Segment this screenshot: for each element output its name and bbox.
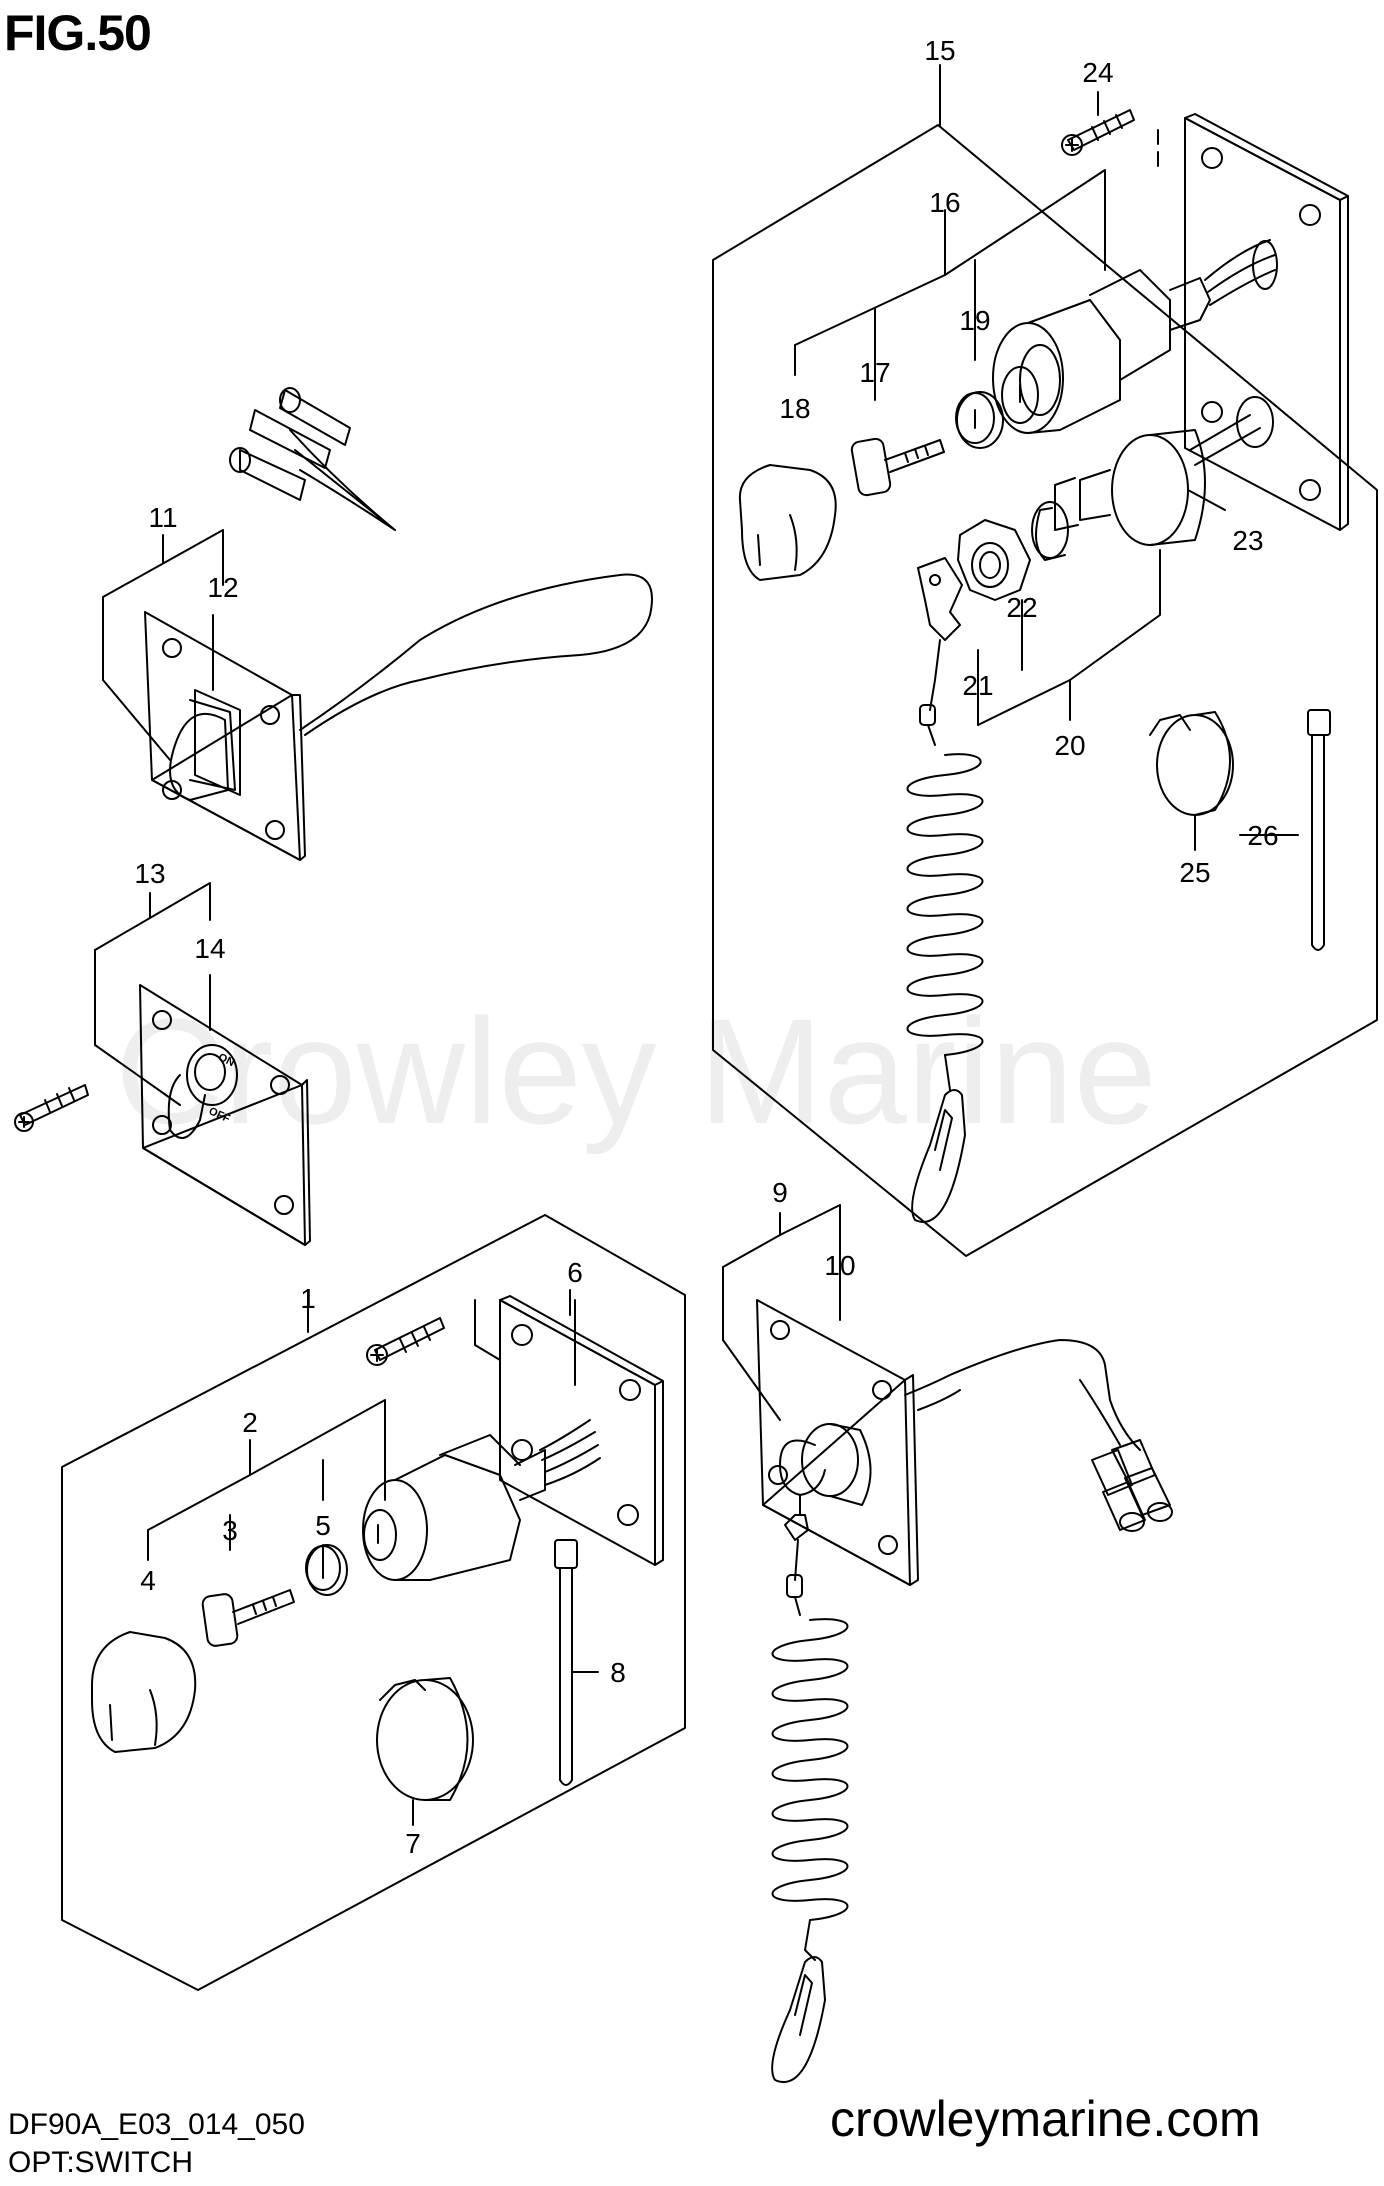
callout-11: 11	[148, 502, 177, 533]
screw-panel-1	[366, 1299, 501, 1366]
callout-21: 21	[962, 670, 993, 701]
callout-13: 13	[134, 858, 165, 889]
website-label: crowleymarine.com	[830, 2091, 1261, 2147]
screw-24	[1061, 91, 1159, 171]
bracket-2	[147, 1399, 386, 1531]
key-17	[850, 437, 945, 497]
key-switch-16	[992, 239, 1278, 434]
switch-mark-on: ON	[216, 1051, 236, 1069]
callout-22: 22	[1006, 592, 1037, 623]
switch-mark-off: OFF	[207, 1105, 232, 1125]
figure-caption: OPT:SWITCH	[8, 2146, 193, 2179]
cable-tie-8	[554, 1539, 599, 1786]
switch-panel-11	[102, 387, 653, 861]
callout-10: 10	[824, 1250, 855, 1281]
callout-1: 1	[300, 1283, 316, 1314]
callout-5: 5	[315, 1510, 331, 1541]
callout-9: 9	[772, 1177, 788, 1208]
lanyard-21	[906, 557, 984, 1223]
cap-25	[1149, 711, 1234, 816]
cable-tie-26	[1307, 709, 1331, 951]
bracket-16	[794, 169, 1106, 346]
callout-25: 25	[1179, 857, 1210, 888]
drawing-code: DF90A_E03_014_050	[8, 2108, 305, 2141]
callout-12: 12	[207, 572, 238, 603]
callout-8: 8	[610, 1657, 626, 1688]
callout-14: 14	[194, 933, 225, 964]
bracket-20	[977, 549, 1161, 726]
nut-22	[957, 519, 1031, 601]
callout-23: 23	[1232, 525, 1263, 556]
callout-6: 6	[567, 1257, 583, 1288]
key-3	[201, 1589, 295, 1647]
stop-switch-panel-9	[722, 1204, 1173, 2083]
callout-16: 16	[929, 187, 960, 218]
callout-2: 2	[242, 1407, 258, 1438]
callout-20: 20	[1054, 730, 1085, 761]
callout-26: 26	[1247, 820, 1278, 851]
callout-3: 3	[222, 1515, 238, 1546]
callout-17: 17	[859, 357, 890, 388]
cap-5	[305, 1544, 348, 1596]
plate-6	[499, 1295, 664, 1566]
cap-19	[955, 391, 1004, 449]
callout-15: 15	[924, 35, 955, 66]
plate-23	[1184, 113, 1349, 531]
callout-7: 7	[405, 1828, 421, 1859]
callout-19: 19	[959, 305, 990, 336]
figure-title: FIG.50	[4, 5, 152, 61]
key-switch-2	[362, 1419, 601, 1581]
panel-frame-1	[61, 1214, 686, 1991]
callout-24: 24	[1082, 57, 1113, 88]
panel-frame-15	[712, 124, 1378, 1257]
callout-18: 18	[779, 393, 810, 424]
cap-7	[376, 1677, 474, 1826]
callout-4: 4	[140, 1565, 156, 1596]
switch-panel-13	[14, 882, 311, 1246]
cover-4	[91, 1631, 197, 1753]
cover-18	[738, 464, 837, 581]
